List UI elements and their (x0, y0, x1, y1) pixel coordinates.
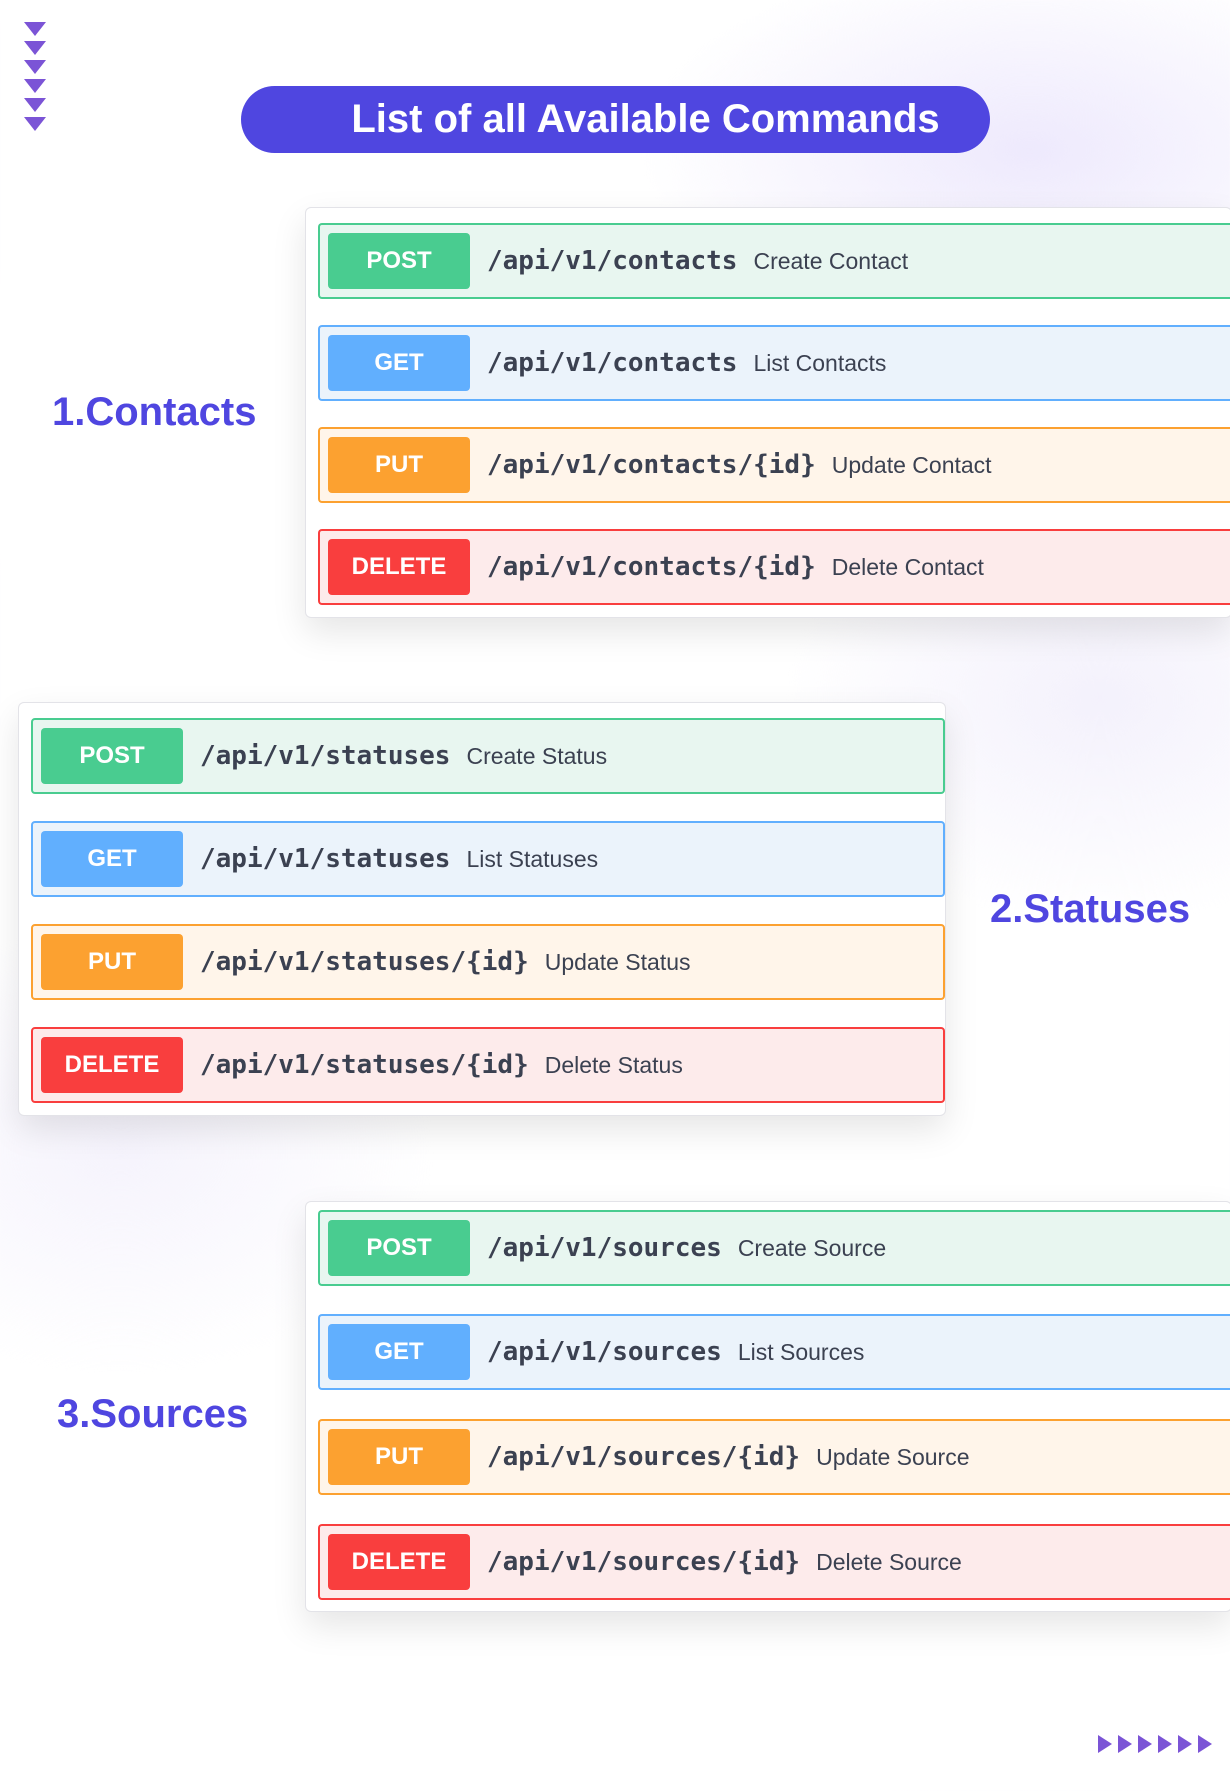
contacts-routes-panel: POST /api/v1/contacts Create Contact GET … (305, 207, 1230, 618)
route-description: Update Contact (831, 452, 992, 478)
method-badge: PUT (328, 437, 470, 493)
route-path-group: /api/v1/sources/{id} Delete Source (487, 1526, 962, 1598)
route-create-source[interactable]: POST /api/v1/sources Create Source (318, 1210, 1230, 1286)
route-update-contact[interactable]: PUT /api/v1/contacts/{id} Update Contact (318, 427, 1230, 503)
method-badge: PUT (328, 1429, 470, 1485)
page-title: List of all Available Commands (241, 86, 990, 153)
chevron-down-icon (24, 79, 46, 93)
route-path-group: /api/v1/statuses Create Status (200, 720, 607, 792)
route-path: /api/v1/sources (487, 1337, 722, 1367)
chevron-right-icon (1138, 1735, 1152, 1753)
route-path-group: /api/v1/statuses/{id} Update Status (200, 926, 691, 998)
method-badge: GET (328, 1324, 470, 1380)
route-path: /api/v1/contacts/{id} (487, 450, 816, 480)
chevron-right-icon (1158, 1735, 1172, 1753)
route-description: Update Source (816, 1444, 970, 1470)
route-description: Create Source (737, 1235, 887, 1261)
statuses-routes-panel: POST /api/v1/statuses Create Status GET /… (18, 702, 946, 1116)
route-path: /api/v1/contacts/{id} (487, 552, 816, 582)
route-path: /api/v1/sources/{id} (487, 1547, 801, 1577)
route-description: Create Contact (753, 248, 909, 274)
method-badge: GET (41, 831, 183, 887)
route-delete-contact[interactable]: DELETE /api/v1/contacts/{id} Delete Conta… (318, 529, 1230, 605)
method-badge: POST (41, 728, 183, 784)
chevron-right-decoration (1098, 1735, 1218, 1755)
method-badge: GET (328, 335, 470, 391)
route-path: /api/v1/contacts (487, 348, 738, 378)
chevron-down-icon (24, 117, 46, 131)
route-path-group: /api/v1/sources/{id} Update Source (487, 1421, 970, 1493)
method-badge: POST (328, 1220, 470, 1276)
route-description: Delete Source (816, 1549, 962, 1575)
route-description: Delete Contact (831, 554, 984, 580)
method-badge: DELETE (328, 1534, 470, 1590)
route-create-contact[interactable]: POST /api/v1/contacts Create Contact (318, 223, 1230, 299)
route-description: Create Status (466, 743, 608, 769)
method-badge: POST (328, 233, 470, 289)
chevron-right-icon (1098, 1735, 1112, 1753)
route-path-group: /api/v1/sources Create Source (487, 1212, 886, 1284)
route-path-group: /api/v1/contacts Create Contact (487, 225, 908, 297)
method-badge: DELETE (41, 1037, 183, 1093)
route-path-group: /api/v1/statuses List Statuses (200, 823, 598, 895)
route-update-source[interactable]: PUT /api/v1/sources/{id} Update Source (318, 1419, 1230, 1495)
route-list-statuses[interactable]: GET /api/v1/statuses List Statuses (31, 821, 945, 897)
route-delete-status[interactable]: DELETE /api/v1/statuses/{id} Delete Statu… (31, 1027, 945, 1103)
route-list-sources[interactable]: GET /api/v1/sources List Sources (318, 1314, 1230, 1390)
section-label-contacts: 1.Contacts (52, 390, 257, 434)
route-description: List Contacts (753, 350, 887, 376)
route-path: /api/v1/sources (487, 1233, 722, 1263)
route-path: /api/v1/statuses/{id} (200, 947, 529, 977)
method-badge: DELETE (328, 539, 470, 595)
route-description: Update Status (544, 949, 691, 975)
sources-routes-panel: POST /api/v1/sources Create Source GET /a… (305, 1201, 1230, 1612)
route-list-contacts[interactable]: GET /api/v1/contacts List Contacts (318, 325, 1230, 401)
section-label-sources: 3.Sources (57, 1392, 249, 1436)
route-update-status[interactable]: PUT /api/v1/statuses/{id} Update Status (31, 924, 945, 1000)
route-path: /api/v1/statuses/{id} (200, 1050, 529, 1080)
route-path-group: /api/v1/contacts/{id} Delete Contact (487, 531, 984, 603)
route-description: Delete Status (544, 1052, 683, 1078)
chevron-right-icon (1118, 1735, 1132, 1753)
route-path-group: /api/v1/contacts List Contacts (487, 327, 886, 399)
route-description: List Sources (737, 1339, 865, 1365)
route-create-status[interactable]: POST /api/v1/statuses Create Status (31, 718, 945, 794)
route-description: List Statuses (466, 846, 599, 872)
route-delete-source[interactable]: DELETE /api/v1/sources/{id} Delete Source (318, 1524, 1230, 1600)
chevron-down-icon (24, 98, 46, 112)
chevron-down-decoration (24, 22, 48, 136)
route-path-group: /api/v1/statuses/{id} Delete Status (200, 1029, 683, 1101)
chevron-down-icon (24, 22, 46, 36)
chevron-right-icon (1198, 1735, 1212, 1753)
route-path-group: /api/v1/contacts/{id} Update Contact (487, 429, 992, 501)
chevron-down-icon (24, 41, 46, 55)
route-path: /api/v1/contacts (487, 246, 738, 276)
route-path-group: /api/v1/sources List Sources (487, 1316, 864, 1388)
section-label-statuses: 2.Statuses (990, 887, 1191, 931)
route-path: /api/v1/statuses (200, 741, 451, 771)
route-path: /api/v1/statuses (200, 844, 451, 874)
route-path: /api/v1/sources/{id} (487, 1442, 801, 1472)
chevron-right-icon (1178, 1735, 1192, 1753)
method-badge: PUT (41, 934, 183, 990)
chevron-down-icon (24, 60, 46, 74)
